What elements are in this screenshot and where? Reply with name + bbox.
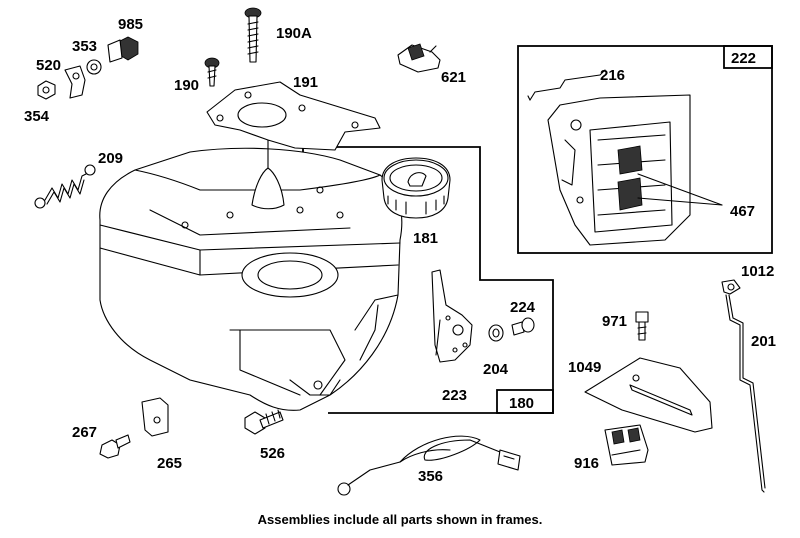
switch-916 [604, 424, 649, 466]
part-label-1012: 1012 [741, 263, 774, 280]
rod-201 [725, 294, 766, 493]
part-labels: 985 353 520 354 190A 190 191 621 209 181 224 204 223… [24, 16, 776, 485]
caption: Assemblies include all parts shown in fr… [258, 512, 543, 527]
part-label-191: 191 [293, 74, 318, 91]
plate-1049 [584, 357, 713, 433]
part-label-971: 971 [602, 313, 627, 330]
part-label-267: 267 [72, 424, 97, 441]
part-label-354: 354 [24, 108, 50, 125]
part-label-356: 356 [418, 468, 443, 485]
part-label-204: 204 [483, 361, 509, 378]
screw-224 [511, 317, 535, 336]
washer-204 [488, 324, 504, 342]
wire-356 [337, 435, 521, 496]
clip-265 [141, 397, 169, 437]
part-label-985: 985 [118, 16, 143, 33]
fuel-cap-181 [381, 157, 451, 219]
part-label-201: 201 [751, 333, 776, 350]
screw-267 [99, 434, 131, 459]
part-label-223: 223 [442, 387, 467, 404]
part-label-190a: 190A [276, 25, 312, 42]
spring-209 [34, 164, 96, 209]
screw-190 [204, 57, 220, 87]
tank-bracket [206, 81, 381, 151]
nut-354 [37, 80, 56, 100]
part-label-222: 222 [731, 50, 756, 67]
fuel-tank [99, 119, 403, 411]
part-label-180: 180 [509, 395, 534, 412]
part-label-190: 190 [174, 77, 199, 94]
part-label-467: 467 [730, 203, 755, 220]
screw-190a [244, 7, 262, 63]
fitting-1012 [721, 279, 741, 295]
frame-222 [517, 45, 773, 254]
part-label-224: 224 [510, 299, 536, 316]
plate-223 [431, 269, 473, 363]
choke-assembly [547, 94, 691, 246]
clip-621 [397, 43, 441, 73]
part-label-353: 353 [72, 38, 97, 55]
part-label-1049: 1049 [568, 359, 601, 376]
part-label-520: 520 [36, 57, 61, 74]
part-label-265: 265 [157, 455, 182, 472]
part-label-621: 621 [441, 69, 466, 86]
part-label-916: 916 [574, 455, 599, 472]
part-label-526: 526 [260, 445, 285, 462]
leader-467 [637, 173, 723, 206]
washer-353 [86, 59, 102, 75]
clip-520 [64, 65, 86, 99]
screw-526 [244, 409, 284, 435]
part-label-209: 209 [98, 150, 123, 167]
part-label-216: 216 [600, 67, 625, 84]
part-label-181: 181 [413, 230, 438, 247]
fitting-985 [107, 36, 139, 63]
screw-971 [635, 311, 649, 341]
choke-wire-216 [527, 69, 606, 101]
